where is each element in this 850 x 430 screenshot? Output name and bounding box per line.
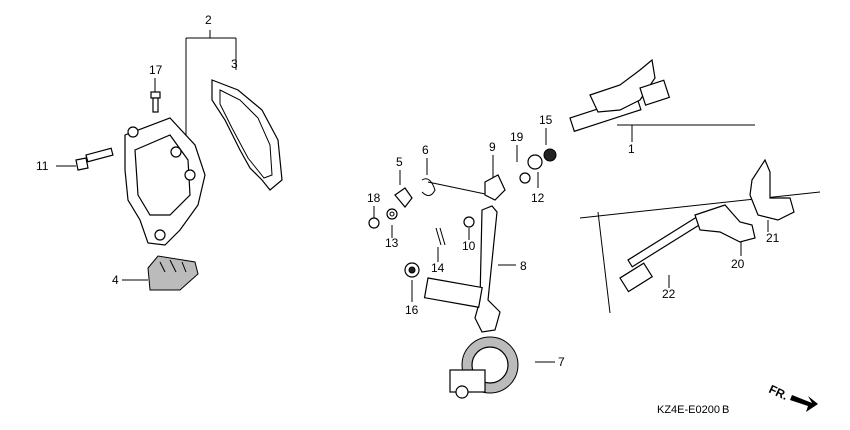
callout-9: 9: [489, 140, 496, 154]
bolt-11: [75, 147, 114, 171]
callout-19: 19: [510, 130, 524, 144]
callout-22: 22: [662, 287, 676, 301]
callout-15: 15: [539, 113, 553, 127]
diagram-code: KZ4E-E0200: [657, 404, 720, 416]
small-parts: [368, 148, 557, 278]
callout-13: 13: [385, 236, 399, 250]
callout-17: 17: [149, 63, 163, 77]
callout-8: 8: [520, 259, 527, 273]
front-direction-indicator: FR.: [767, 382, 818, 412]
callout-2: 2: [205, 13, 212, 27]
callout-numbers: 2 3 17 11 4 5 6 9 19 15 12 1 18 13 10 14…: [36, 13, 780, 369]
callout-7: 7: [558, 355, 565, 369]
diagram-code-label: KZ4E-E0200 B: [657, 404, 729, 416]
callout-6: 6: [422, 143, 429, 157]
shaft-assembly-1: [569, 58, 671, 133]
callout-14: 14: [431, 261, 445, 275]
shaft-assembly-20-22: [619, 158, 795, 293]
front-arrow-icon: [790, 395, 818, 412]
leader-lines: [56, 30, 821, 363]
cover-gasket: [211, 79, 283, 191]
kick-cover: [124, 117, 206, 246]
kick-gear: [449, 336, 519, 399]
callout-18: 18: [367, 191, 381, 205]
callout-21: 21: [766, 231, 780, 245]
callout-12: 12: [531, 191, 545, 205]
direction-label: FR.: [767, 382, 790, 403]
callout-11: 11: [36, 159, 49, 173]
callout-10: 10: [462, 239, 476, 253]
callout-1: 1: [628, 142, 635, 156]
callout-3: 3: [231, 57, 238, 71]
pedal-rubber: [147, 255, 199, 291]
callout-5: 5: [396, 155, 403, 169]
kick-arm: [423, 205, 501, 333]
diagram-code-suffix: B: [722, 404, 729, 416]
callout-16: 16: [405, 303, 419, 317]
screw-17: [150, 91, 161, 113]
callout-20: 20: [731, 257, 745, 271]
callout-4: 4: [112, 273, 119, 287]
